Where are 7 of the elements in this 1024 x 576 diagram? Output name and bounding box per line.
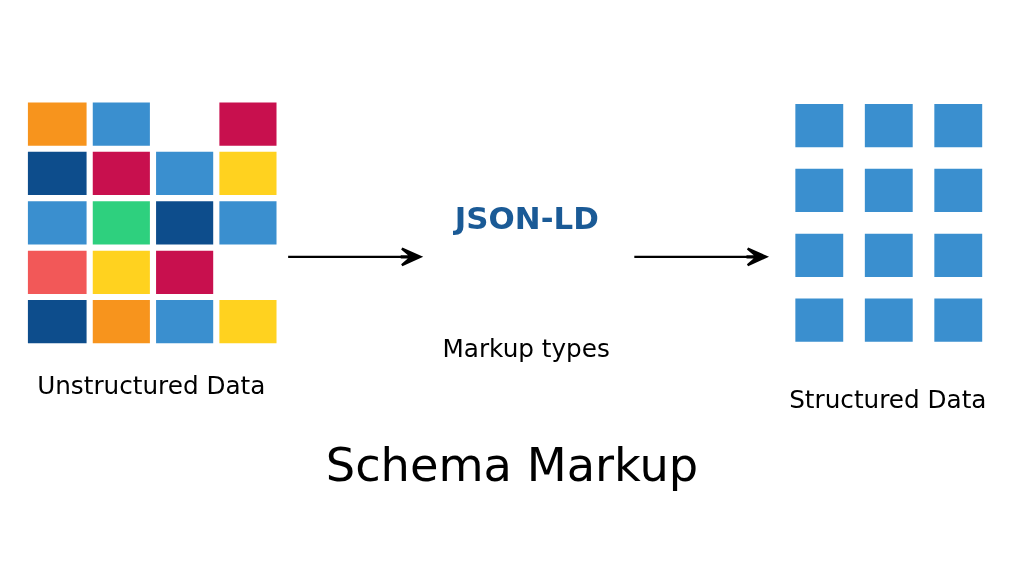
arrow (288, 246, 422, 266)
node-label: Unstructured Data (37, 370, 266, 400)
node-label: Structured Data (789, 384, 987, 414)
diagram-title: Schema Markup (325, 437, 699, 492)
node-label: Markup types (442, 333, 610, 363)
node-text: JSON-LD (454, 199, 599, 236)
arrow (634, 246, 768, 266)
